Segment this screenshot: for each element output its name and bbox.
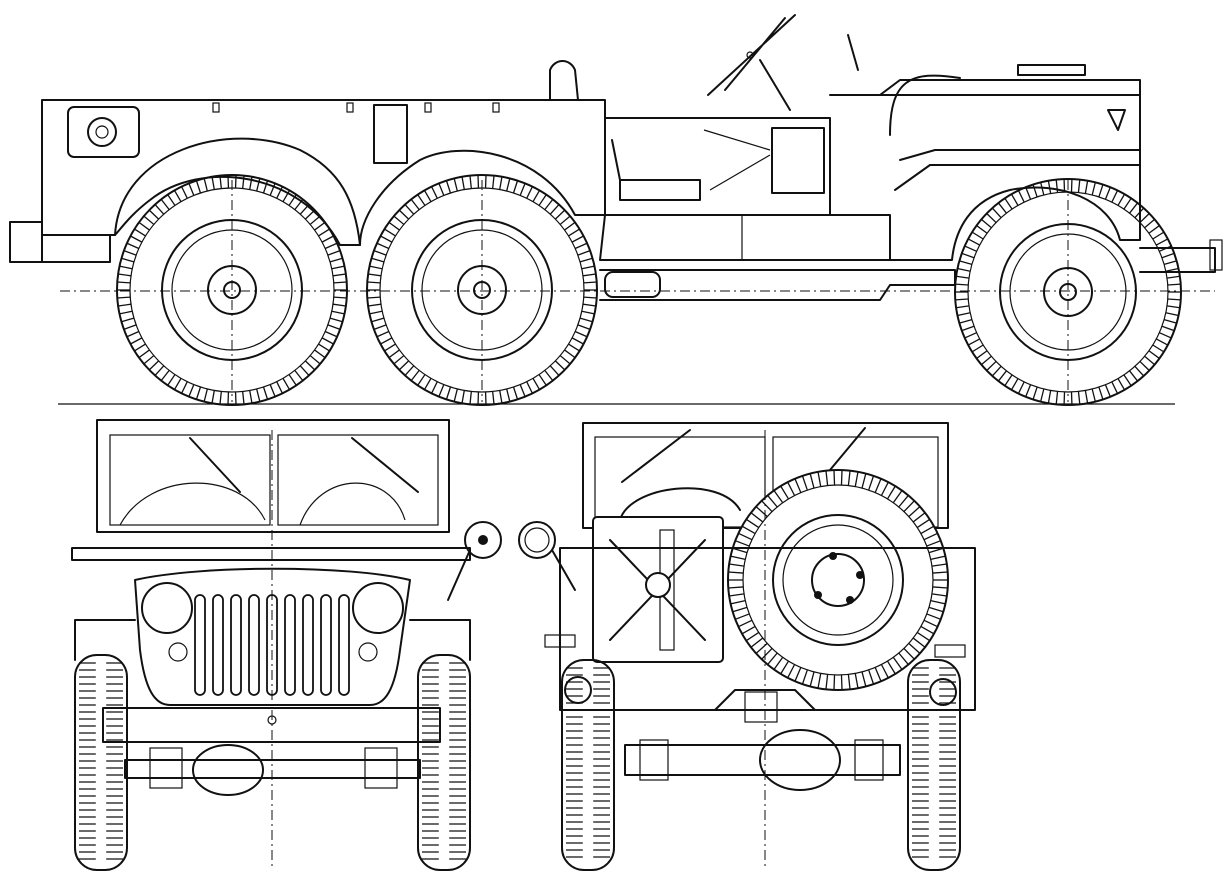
spare-tire	[727, 469, 949, 691]
fuel-cap	[87, 117, 117, 147]
front-bumper-face	[102, 707, 441, 743]
front-tire-left	[74, 654, 128, 871]
headlight-right	[352, 582, 404, 634]
spare-tire-tread	[728, 470, 948, 690]
grille	[134, 567, 411, 706]
tire-tread-rear	[566, 667, 956, 858]
tail-light-left	[564, 676, 592, 704]
floor-rail	[599, 214, 891, 261]
side-panel	[373, 104, 408, 164]
wheel-front	[954, 178, 1182, 406]
rear-tire-left	[561, 659, 615, 871]
chassis-rail	[599, 269, 956, 301]
hood-crease	[894, 149, 1141, 191]
rear-panel	[559, 547, 976, 711]
front-axle	[124, 759, 421, 779]
rear-side-mirror	[518, 521, 556, 559]
wheel-rear-2	[366, 174, 598, 406]
rear-axle	[624, 744, 901, 776]
windshield	[96, 419, 450, 533]
tail-light-right	[929, 678, 957, 706]
front-bumper	[1139, 247, 1216, 273]
rear-fender-arch	[114, 137, 361, 246]
front-seat	[611, 139, 701, 201]
hood-latch	[1107, 109, 1126, 131]
tire-tread	[117, 175, 1181, 405]
windshield-frame	[831, 79, 1141, 101]
tool-box	[771, 127, 825, 194]
parking-light-right	[358, 642, 378, 662]
headlight-left	[141, 582, 193, 634]
tire-tread-front	[79, 662, 466, 860]
side-view	[9, 14, 1223, 406]
steering-wheel-rear	[619, 487, 741, 521]
windshield-wiper	[847, 34, 859, 71]
tow-hitch	[714, 689, 816, 711]
front-cowl	[71, 547, 471, 561]
grab-handle	[889, 74, 961, 136]
front-tire-right	[417, 654, 471, 871]
rear-tire-right	[907, 659, 961, 871]
front-view	[71, 419, 502, 871]
side-mirror	[464, 521, 502, 559]
fuel-panel	[67, 106, 140, 158]
rear-seat	[549, 60, 579, 101]
rear-view	[518, 422, 976, 871]
parking-light-left	[168, 642, 188, 662]
rear-bumper	[9, 221, 111, 263]
